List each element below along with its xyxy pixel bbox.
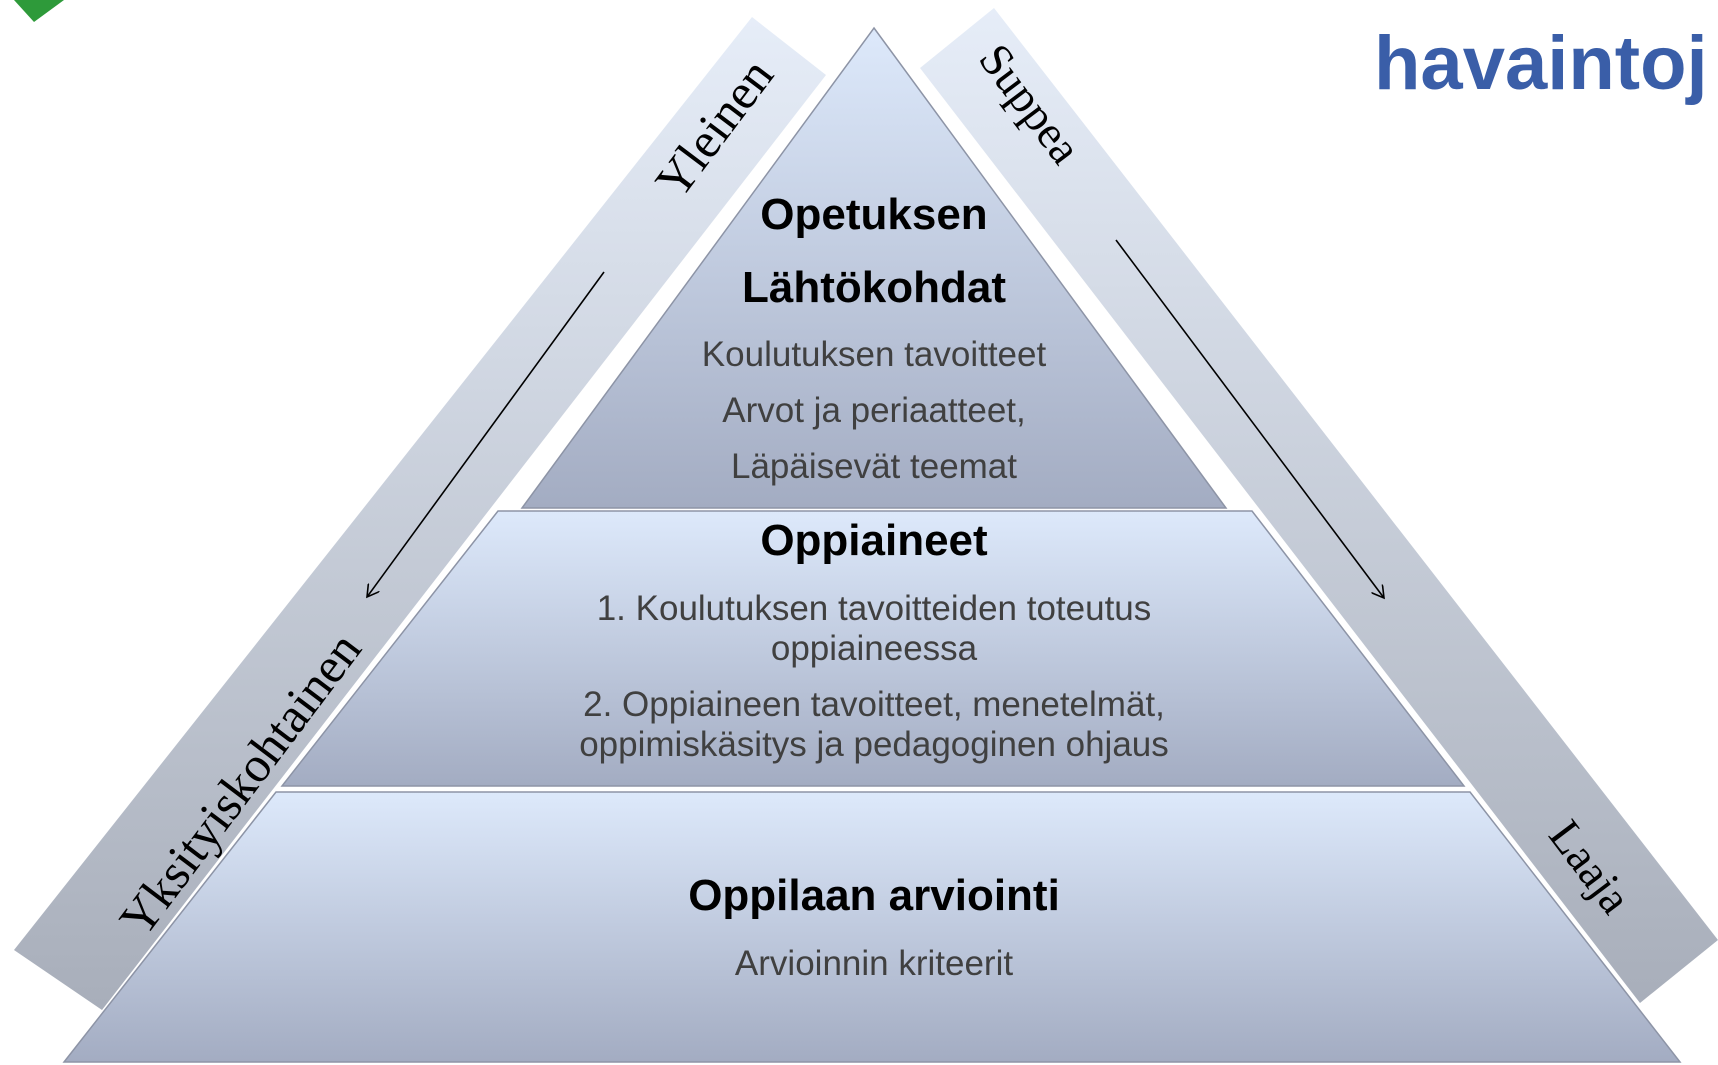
tier-middle-item-1-line-2: oppiaineessa [770,629,978,668]
tier-top-item-3: Läpäisevät teemat [730,447,1017,486]
tier-top-item-1: Koulutuksen tavoitteet [701,335,1047,374]
tier-top-heading-2: Lähtökohdat [742,263,1006,312]
right-arrow [1115,239,1384,598]
tier-bottom-heading: Oppilaan arviointi [688,871,1060,920]
logo-icon [14,0,64,22]
tier-middle-item-2-line-2: oppimiskäsitys ja pedagoginen ohjaus [579,725,1169,764]
tier-middle-heading: Oppiaineet [760,516,988,565]
pyramid-tier-bottom [62,791,1682,1063]
tier-middle-item-1-line-1: 1. Koulutuksen tavoitteiden toteutus [596,589,1152,628]
page-title: havaintoj [1374,21,1708,106]
pyramid-tier-top [520,26,1228,509]
tier-bottom-item: Arvioinnin kriteerit [734,944,1014,983]
tier-top-item-2: Arvot ja periaatteet, [722,391,1026,430]
right-side-band [920,8,1718,1003]
tier-middle-item-2-line-1: 2. Oppiaineen tavoitteet, menetelmät, [583,685,1165,724]
pyramid-tier-middle [280,510,1466,787]
left-side-band [14,17,826,1010]
left-arrow [367,271,605,597]
tier-top-heading-1: Opetuksen [760,190,988,239]
